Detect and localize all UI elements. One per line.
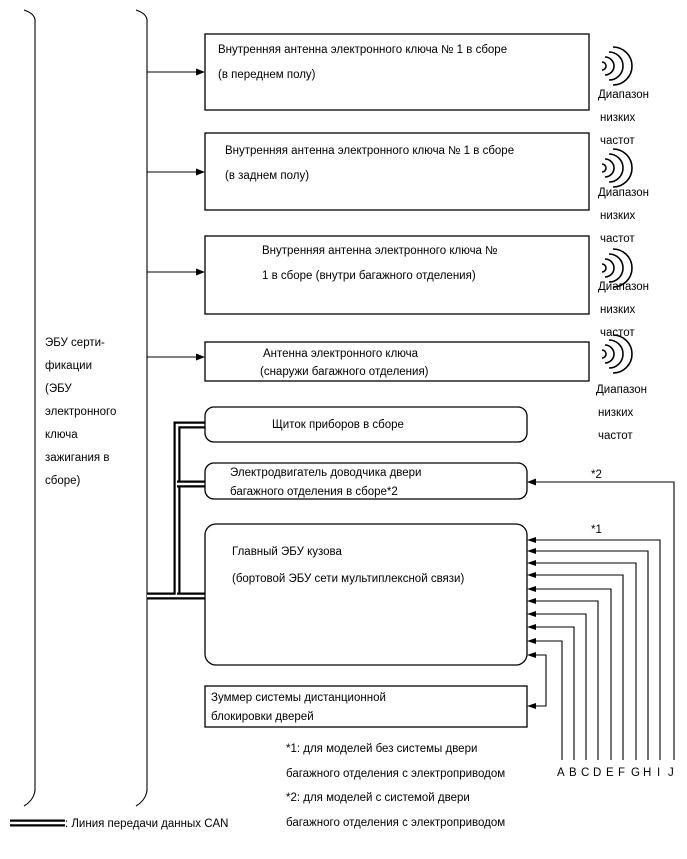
back-door-closer-motor: Электродвигатель доводчика двери багажно… xyxy=(204,462,528,500)
lf-label-4-line-1: Диапазон xyxy=(596,384,647,396)
footnote-1-line-2: багажного отделения с электроприводом xyxy=(286,768,505,780)
lf-label-3-line-1: Диапазон xyxy=(598,281,649,293)
footnotes: *1: для моделей без системы двери багажн… xyxy=(286,743,505,829)
antenna-luggage-inside: Внутренняя антенна электронного ключа № … xyxy=(147,235,633,315)
back-door-closer-box xyxy=(204,462,528,500)
arrow-head xyxy=(196,353,205,361)
main-body-ecu: Главный ЭБУ кузова (бортовой ЭБУ сети му… xyxy=(204,523,528,666)
marker-star-1: *1 xyxy=(591,524,602,536)
lf-wave-icon xyxy=(601,334,633,374)
antenna-front-floor-line-1: Внутренняя антенна электронного ключа № … xyxy=(218,44,507,56)
antenna-luggage-outside-line-1: Антенна электронного ключа xyxy=(263,348,419,360)
lf-label-4-line-2: низких xyxy=(598,407,634,419)
back-door-closer-line-2: багажного отделения в сборе*2 xyxy=(230,486,398,498)
footnote-2-line-2: багажного отделения с электроприводом xyxy=(286,817,505,829)
antenna-luggage-inside-line-2: 1 в сборе (внутри багажного отделения) xyxy=(262,270,476,282)
lf-range-label: Диапазон низких частот xyxy=(598,187,649,245)
combination-meter-box xyxy=(204,406,528,443)
legend: : Линия передачи данных CAN xyxy=(10,818,228,830)
arrow-head xyxy=(196,268,205,276)
ecu-label-line-7: сборе) xyxy=(45,475,81,487)
antenna-luggage-outside-box xyxy=(204,341,590,382)
ecu-label-line-5: ключа xyxy=(45,429,78,441)
lf-label-3-line-3: частот xyxy=(600,327,635,339)
lf-label-1-line-3: частот xyxy=(600,135,635,147)
antenna-front-floor-box xyxy=(204,33,590,111)
connector-label-g: G xyxy=(631,767,640,779)
antenna-rear-floor-box xyxy=(204,132,590,211)
antenna-luggage-outside-line-2: (снаружи багажного отделения) xyxy=(260,366,429,378)
antenna-rear-floor-line-2: (в заднем полу) xyxy=(225,170,309,182)
connector-label-e: E xyxy=(606,767,614,779)
antenna-luggage-outside: Антенна электронного ключа (снаружи бага… xyxy=(147,334,633,382)
lf-label-2-line-3: частот xyxy=(600,233,635,245)
arrow-head xyxy=(196,68,205,76)
footnote-2-line-1: *2: для моделей с системой двери xyxy=(286,792,470,804)
lf-label-2-line-1: Диапазон xyxy=(598,187,649,199)
can-bus xyxy=(147,421,205,600)
antenna-front-floor-line-2: (в переднем полу) xyxy=(218,69,316,81)
door-lock-buzzer: Зуммер системы дистанционной блокировки … xyxy=(204,685,528,728)
combination-meter-label: Щиток приборов в сборе xyxy=(272,419,404,431)
main-body-ecu-line-2: (бортовой ЭБУ сети мультиплексной связи) xyxy=(232,573,464,585)
lf-wave-icon xyxy=(601,148,633,188)
connector-label-j: J xyxy=(668,767,674,779)
door-lock-buzzer-box xyxy=(204,685,528,728)
lf-range-label: Диапазон низких частот xyxy=(596,384,647,442)
footnote-1-line-1: *1: для моделей без системы двери xyxy=(286,743,477,755)
antenna-front-floor: Внутренняя антенна электронного ключа № … xyxy=(147,33,633,111)
ecu-label-line-2: фикации xyxy=(45,360,92,372)
buzzer-line-1: Зуммер системы дистанционной xyxy=(211,692,386,704)
arrow-head xyxy=(196,168,205,176)
lf-wave-icon xyxy=(601,46,633,86)
connector-labels: A B C D E F G H I J xyxy=(557,767,674,779)
lf-label-1-line-2: низких xyxy=(600,112,636,124)
antenna-rear-floor: Внутренняя антенна электронного ключа № … xyxy=(147,132,633,211)
antenna-rear-floor-line-1: Внутренняя антенна электронного ключа № … xyxy=(225,145,514,157)
connector-label-b: B xyxy=(569,767,577,779)
combination-meter: Щиток приборов в сборе xyxy=(204,406,528,443)
antenna-luggage-inside-line-1: Внутренняя антенна электронного ключа № xyxy=(262,245,498,257)
back-door-closer-line-1: Электродвигатель доводчика двери xyxy=(230,467,421,479)
lf-label-1-line-1: Диапазон xyxy=(598,89,649,101)
marker-star-2: *2 xyxy=(591,469,602,481)
ecu-label-line-3: (ЭБУ xyxy=(45,383,72,395)
connector-label-c: C xyxy=(581,767,589,779)
lf-label-4-line-3: частот xyxy=(598,430,633,442)
connector-lines xyxy=(527,478,675,760)
lf-label-2-line-2: низких xyxy=(600,210,636,222)
legend-label: : Линия передачи данных CAN xyxy=(65,818,228,830)
lf-range-label: Диапазон низких частот xyxy=(598,89,649,147)
connector-label-a: A xyxy=(557,767,565,779)
connector-label-h: H xyxy=(643,767,651,779)
main-body-ecu-box xyxy=(204,523,528,666)
ecu-label-line-4: электронного xyxy=(45,406,116,418)
connector-label-i: I xyxy=(657,767,660,779)
connector-label-d: D xyxy=(593,767,601,779)
ecu-label-line-6: зажигания в xyxy=(45,452,109,464)
main-body-ecu-line-1: Главный ЭБУ кузова xyxy=(232,546,343,558)
connector-label-f: F xyxy=(618,767,625,779)
lf-range-label: Диапазон низких частот xyxy=(598,281,649,339)
lf-label-3-line-2: низких xyxy=(600,304,636,316)
certification-ecu: ЭБУ серти- фикации (ЭБУ электронного клю… xyxy=(23,9,148,807)
antenna-luggage-inside-box xyxy=(204,235,590,315)
ecu-label-line-1: ЭБУ серти- xyxy=(45,337,105,349)
buzzer-line-2: блокировки дверей xyxy=(211,711,314,723)
